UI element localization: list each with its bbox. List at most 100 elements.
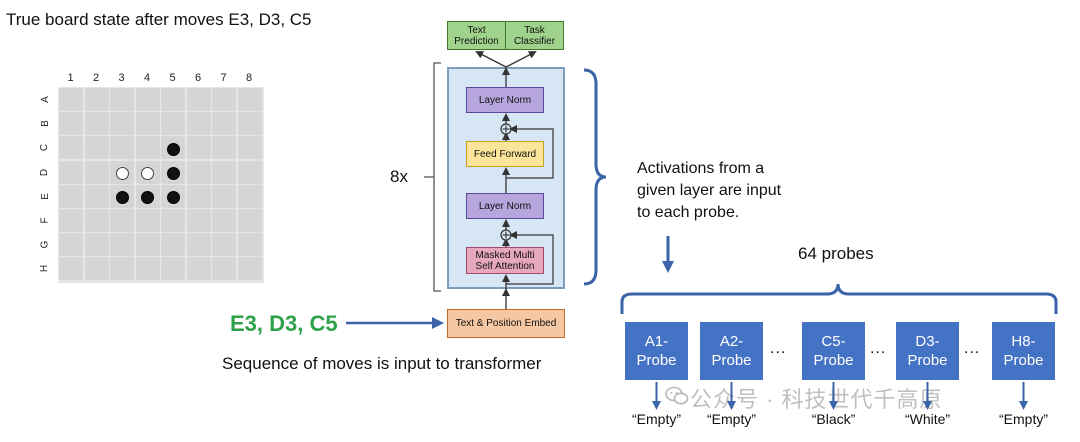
board-square xyxy=(237,233,262,257)
board-square xyxy=(110,112,134,136)
probe-box: D3-Probe xyxy=(896,322,959,380)
board-square xyxy=(212,112,236,136)
board-square xyxy=(237,88,262,111)
board-row-label: H xyxy=(39,265,51,273)
board-square xyxy=(84,136,109,160)
black-piece-d5 xyxy=(166,166,180,180)
board-square xyxy=(84,184,109,208)
watermark-text: 公众号 · 科技世代千高原 xyxy=(690,387,943,412)
board-square xyxy=(186,209,211,232)
board-square xyxy=(59,257,83,281)
activations-description: Activations from a given layer are input… xyxy=(637,158,781,224)
board-square xyxy=(237,136,262,160)
board-square xyxy=(59,88,83,111)
board-column-label: 1 xyxy=(67,72,74,84)
board-square xyxy=(212,257,236,281)
board-row-label: C xyxy=(39,144,51,152)
repeat-bracket xyxy=(433,62,441,292)
board-square xyxy=(135,257,160,281)
wechat-icon xyxy=(665,386,689,405)
probe-box: C5-Probe xyxy=(802,322,865,380)
probe-ellipsis: ... xyxy=(870,340,887,357)
probe-box: A2-Probe xyxy=(700,322,763,380)
board-square xyxy=(161,209,185,232)
board-column-label: 6 xyxy=(194,72,202,84)
probe-output-label: “Empty” xyxy=(707,411,756,427)
board-square xyxy=(135,88,160,111)
probe-count-label: 64 probes xyxy=(798,244,874,263)
board-square xyxy=(84,233,109,257)
probe-output-label: “Empty” xyxy=(632,411,681,427)
board-row-label: A xyxy=(39,96,51,103)
board-row-label: B xyxy=(39,120,51,128)
probe-box: A1-Probe xyxy=(625,322,688,380)
board-row-label: D xyxy=(39,168,51,176)
board-square xyxy=(84,160,109,184)
board-square xyxy=(237,184,262,208)
board-square xyxy=(135,209,160,232)
board-square xyxy=(110,209,134,232)
board-square xyxy=(59,112,83,136)
board-square xyxy=(59,136,83,160)
board-square xyxy=(84,88,109,111)
board-square xyxy=(59,233,83,257)
board-square xyxy=(212,136,236,160)
board-square xyxy=(161,257,185,281)
board-column-label: 7 xyxy=(220,72,227,84)
board-square xyxy=(135,136,160,160)
black-piece-e4 xyxy=(141,190,155,204)
board-square xyxy=(237,112,262,136)
feed-forward-block: Feed Forward xyxy=(466,141,544,167)
input-moves-label: E3, D3, C5 xyxy=(230,311,338,336)
board-square xyxy=(186,160,211,184)
othello-board xyxy=(58,87,264,283)
probes-brace xyxy=(620,283,1058,314)
board-square xyxy=(84,209,109,232)
board-column-label: 2 xyxy=(92,72,100,84)
board-square xyxy=(59,209,83,232)
probe-box: H8-Probe xyxy=(992,322,1055,380)
layer-repeat-label: 8x xyxy=(390,167,408,186)
board-square xyxy=(186,88,211,111)
board-square xyxy=(212,88,236,111)
board-square xyxy=(186,112,211,136)
board-square xyxy=(237,209,262,232)
board-column-label: 3 xyxy=(118,72,125,84)
board-square xyxy=(237,257,262,281)
board-row-label: F xyxy=(39,217,51,224)
board-square xyxy=(110,257,134,281)
board-square xyxy=(110,233,134,257)
white-piece-d3 xyxy=(115,166,129,180)
board-square xyxy=(237,160,262,184)
probe-ellipsis: ... xyxy=(770,340,787,357)
board-square xyxy=(59,160,83,184)
board-square xyxy=(135,112,160,136)
probe-output-label: “White” xyxy=(904,411,951,427)
board-square xyxy=(161,112,185,136)
black-piece-e3 xyxy=(115,190,129,204)
layer-norm-bottom: Layer Norm xyxy=(466,193,544,219)
board-square xyxy=(84,112,109,136)
board-column-label: 5 xyxy=(169,72,176,84)
white-piece-d4 xyxy=(141,166,155,180)
board-title: True board state after moves E3, D3, C5 xyxy=(6,10,312,29)
board-square xyxy=(161,233,185,257)
board-row-label: G xyxy=(39,240,51,249)
board-square xyxy=(212,184,236,208)
board-square xyxy=(212,233,236,257)
board-square xyxy=(186,233,211,257)
board-square xyxy=(84,257,109,281)
layer-norm-top: Layer Norm xyxy=(466,87,544,113)
black-piece-e5 xyxy=(166,190,180,204)
board-square xyxy=(186,257,211,281)
probe-output-label: “Black” xyxy=(811,411,856,427)
board-square xyxy=(212,160,236,184)
probe-ellipsis: ... xyxy=(964,340,981,357)
board-column-label: 4 xyxy=(143,72,151,84)
board-column-label: 8 xyxy=(245,72,253,84)
activations-line-1: Activations from a xyxy=(637,160,765,177)
board-square xyxy=(110,136,134,160)
text-position-embed-block: Text & Position Embed xyxy=(447,309,565,338)
